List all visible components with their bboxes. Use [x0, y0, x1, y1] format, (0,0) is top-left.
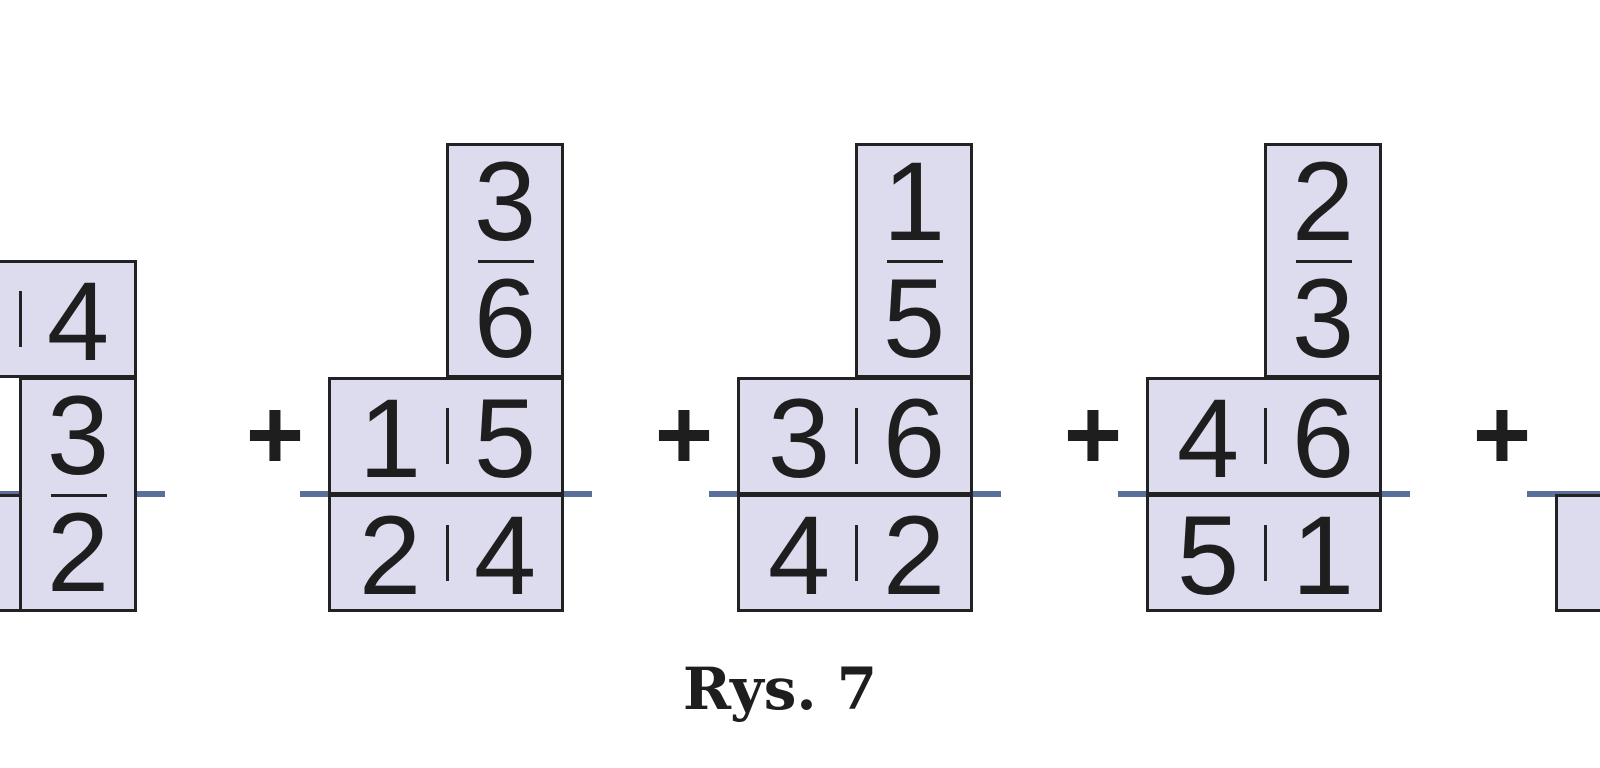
domino-divider [51, 494, 107, 497]
domino-digit: 3 [473, 139, 537, 264]
domino-digit: 2 [358, 493, 422, 618]
domino-digit: 5 [1176, 493, 1240, 618]
domino-digit: 5 [473, 376, 537, 501]
domino-divider [446, 408, 449, 464]
domino-digit: 2 [882, 493, 946, 618]
domino-vertical: 2 3 [1264, 143, 1382, 378]
domino-divider [887, 260, 943, 263]
plus-sign: + [245, 379, 305, 491]
plus-sign: + [1063, 379, 1123, 491]
domino-divider [1296, 260, 1352, 263]
domino-digit: 3 [767, 376, 831, 501]
domino-vertical: 3 2 [19, 377, 137, 612]
domino-vertical: 3 6 [446, 143, 564, 378]
domino-horizontal: 4 [0, 259, 137, 384]
domino-horizontal: 4 2 [737, 493, 973, 618]
domino-digit: 4 [767, 493, 831, 618]
domino-digit: 5 [882, 256, 946, 381]
plus-sign: + [654, 379, 714, 491]
domino-divider [855, 525, 858, 581]
domino-divider [1264, 525, 1267, 581]
domino-horizontal: 5 1 [1146, 493, 1382, 618]
domino-digit: 1 [882, 139, 946, 264]
domino-vertical: 1 5 [855, 143, 973, 378]
domino-digit: 6 [882, 376, 946, 501]
domino-partial [1555, 494, 1600, 612]
domino-horizontal: 2 4 [328, 493, 564, 618]
domino-divider [446, 525, 449, 581]
plus-sign: + [1472, 379, 1532, 491]
domino-horizontal: 4 6 [1146, 376, 1382, 501]
domino-digit: 3 [46, 373, 110, 498]
domino-digit: 2 [1291, 139, 1355, 264]
domino-divider [1264, 408, 1267, 464]
domino-digit: 3 [1291, 256, 1355, 381]
domino-divider [478, 260, 534, 263]
domino-horizontal: 3 6 [737, 376, 973, 501]
domino-digit: 6 [473, 256, 537, 381]
domino-digit: 1 [1291, 493, 1355, 618]
domino-digit: 6 [1291, 376, 1355, 501]
domino-digit: 4 [46, 259, 110, 384]
domino-digit: 4 [473, 493, 537, 618]
figure-caption: Rys. 7 [682, 655, 878, 723]
domino-horizontal: 1 5 [328, 376, 564, 501]
domino-digit: 4 [1176, 376, 1240, 501]
domino-digit: 2 [46, 490, 110, 615]
domino-divider [19, 291, 22, 347]
domino-digit: 1 [358, 376, 422, 501]
domino-divider [855, 408, 858, 464]
